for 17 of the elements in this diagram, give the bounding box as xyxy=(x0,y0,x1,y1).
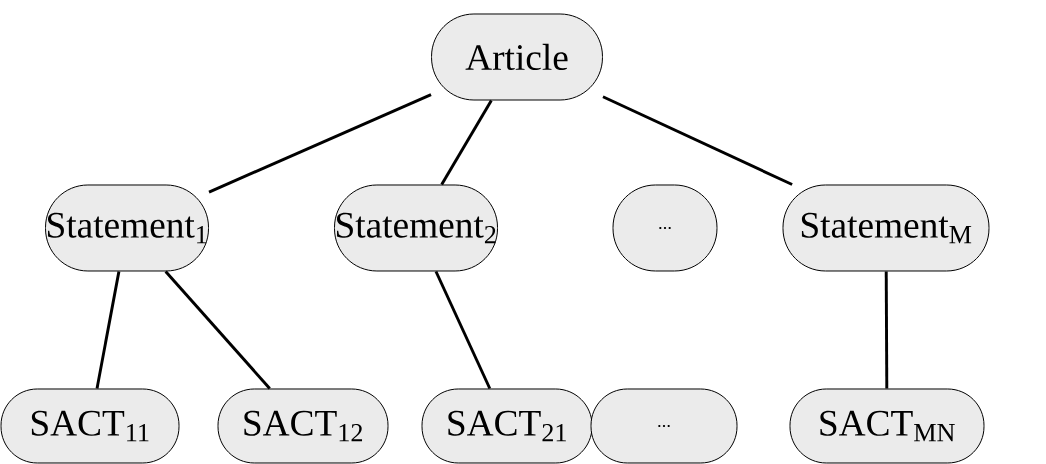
connector-line xyxy=(208,93,432,194)
connector-line xyxy=(95,271,121,389)
rounded-box: Statement$_{M}$ xyxy=(782,184,990,272)
rounded-box: SACT$_{12}$ xyxy=(217,388,389,464)
connector-line xyxy=(884,271,889,389)
connector-line xyxy=(602,95,793,186)
rounded-box: Article xyxy=(431,13,603,101)
connector-line xyxy=(434,270,492,390)
connector-line xyxy=(440,99,493,186)
rounded-box: SACT$_{21}$ xyxy=(421,388,593,464)
rounded-box: Statement$_{1}$ xyxy=(45,184,210,272)
rounded-box: ... xyxy=(590,388,738,464)
connector-line xyxy=(164,270,271,390)
rounded-box: ... xyxy=(612,184,718,272)
rounded-box: SACT$_{11}$ xyxy=(0,388,180,464)
rounded-box: SACT$_{MN}$ xyxy=(789,388,985,464)
rounded-box: Statement$_{2}$ xyxy=(334,184,498,272)
